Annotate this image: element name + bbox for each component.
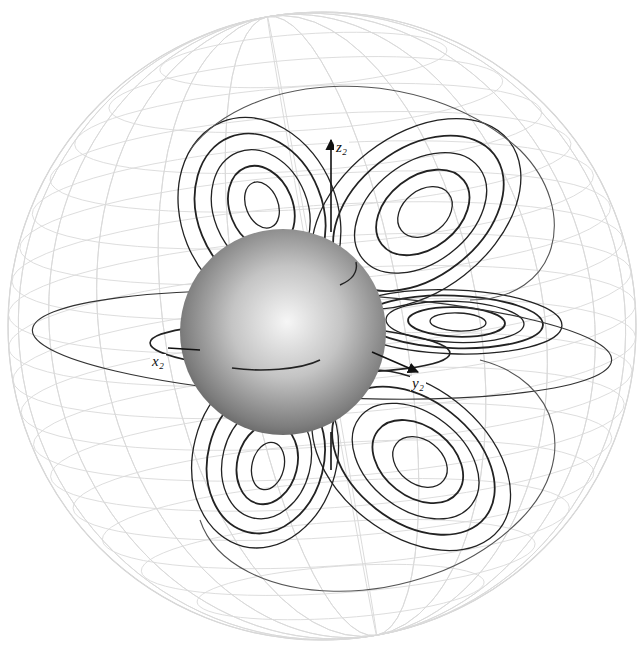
z-axis-lower	[330, 432, 332, 470]
field-line-front	[340, 262, 356, 285]
field-loop	[388, 176, 462, 248]
axis-label: y₂	[410, 376, 426, 391]
grid-latitude	[158, 24, 449, 96]
grid-meridian	[113, 0, 531, 652]
field-loop	[247, 439, 290, 493]
grid-latitude	[47, 97, 574, 227]
x-axis	[168, 348, 200, 350]
y-axis	[372, 352, 418, 372]
field-loop	[238, 177, 286, 233]
field-loop	[360, 152, 486, 273]
field-lines	[30, 80, 615, 592]
axis-label: z₂	[334, 140, 349, 155]
axis-label: x₂	[150, 354, 166, 369]
field-line-front	[232, 360, 320, 370]
grid-latitude	[99, 465, 572, 582]
field-loop	[363, 292, 544, 351]
field-loop	[430, 312, 487, 332]
grid-meridian	[49, 0, 595, 652]
z-axis	[330, 140, 332, 232]
grid-meridian	[113, 0, 531, 652]
field-lines-front	[232, 262, 356, 370]
central-body	[180, 229, 386, 435]
field-loop	[408, 306, 506, 339]
axes	[168, 140, 418, 470]
grid-meridian	[49, 0, 595, 652]
